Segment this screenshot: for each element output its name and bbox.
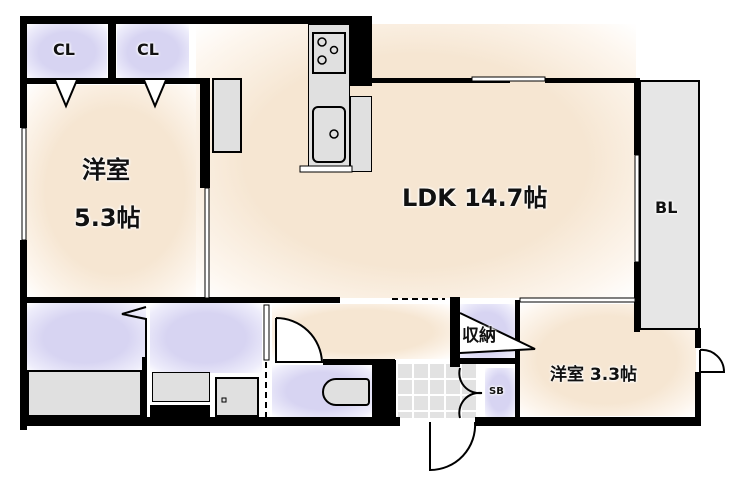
toilet-fixture xyxy=(322,378,370,406)
wall xyxy=(450,297,460,367)
balcony-label: BL xyxy=(655,198,678,217)
wall xyxy=(20,297,340,303)
wall xyxy=(20,417,400,426)
wall xyxy=(695,328,701,348)
western-room-large-area xyxy=(26,85,204,297)
washroom-area xyxy=(150,303,262,373)
wall xyxy=(515,300,520,420)
storage-label: 収納 xyxy=(462,326,496,346)
western-room-small-label: 洋室 3.3帖 xyxy=(550,365,638,385)
wall xyxy=(475,417,701,426)
wall xyxy=(350,16,372,86)
wall xyxy=(545,78,640,83)
closet-2-label: CL xyxy=(137,40,159,59)
western-room-large-name: 洋室 xyxy=(82,156,130,184)
western-room-large-size: 5.3帖 xyxy=(74,204,141,232)
washbasin xyxy=(152,372,210,402)
wall xyxy=(150,405,210,420)
washing-machine xyxy=(215,377,259,417)
ldk-label: LDK 14.7帖 xyxy=(402,184,548,212)
wall xyxy=(108,22,116,80)
wall xyxy=(360,78,510,83)
wall xyxy=(20,240,27,430)
wall xyxy=(372,360,396,420)
wall xyxy=(323,359,395,365)
closet-2-area xyxy=(117,24,189,80)
wall xyxy=(142,357,147,422)
wall xyxy=(695,372,701,426)
wall xyxy=(20,78,210,84)
ldk-area xyxy=(196,24,636,298)
wall xyxy=(634,262,640,332)
closet-1-area xyxy=(27,24,107,80)
balcony-area xyxy=(639,80,700,330)
kitchen-backsplash xyxy=(350,96,372,172)
wall xyxy=(634,80,640,155)
wall xyxy=(20,16,372,24)
wall xyxy=(20,16,27,128)
shoe-box-label: SB xyxy=(489,386,504,397)
entrance-tiles xyxy=(396,362,478,418)
wall xyxy=(200,78,210,188)
closet-1-label: CL xyxy=(53,40,75,59)
bathtub xyxy=(27,370,142,417)
wall xyxy=(455,358,515,364)
refrigerator xyxy=(212,78,242,153)
shoe-box-area xyxy=(485,368,515,418)
